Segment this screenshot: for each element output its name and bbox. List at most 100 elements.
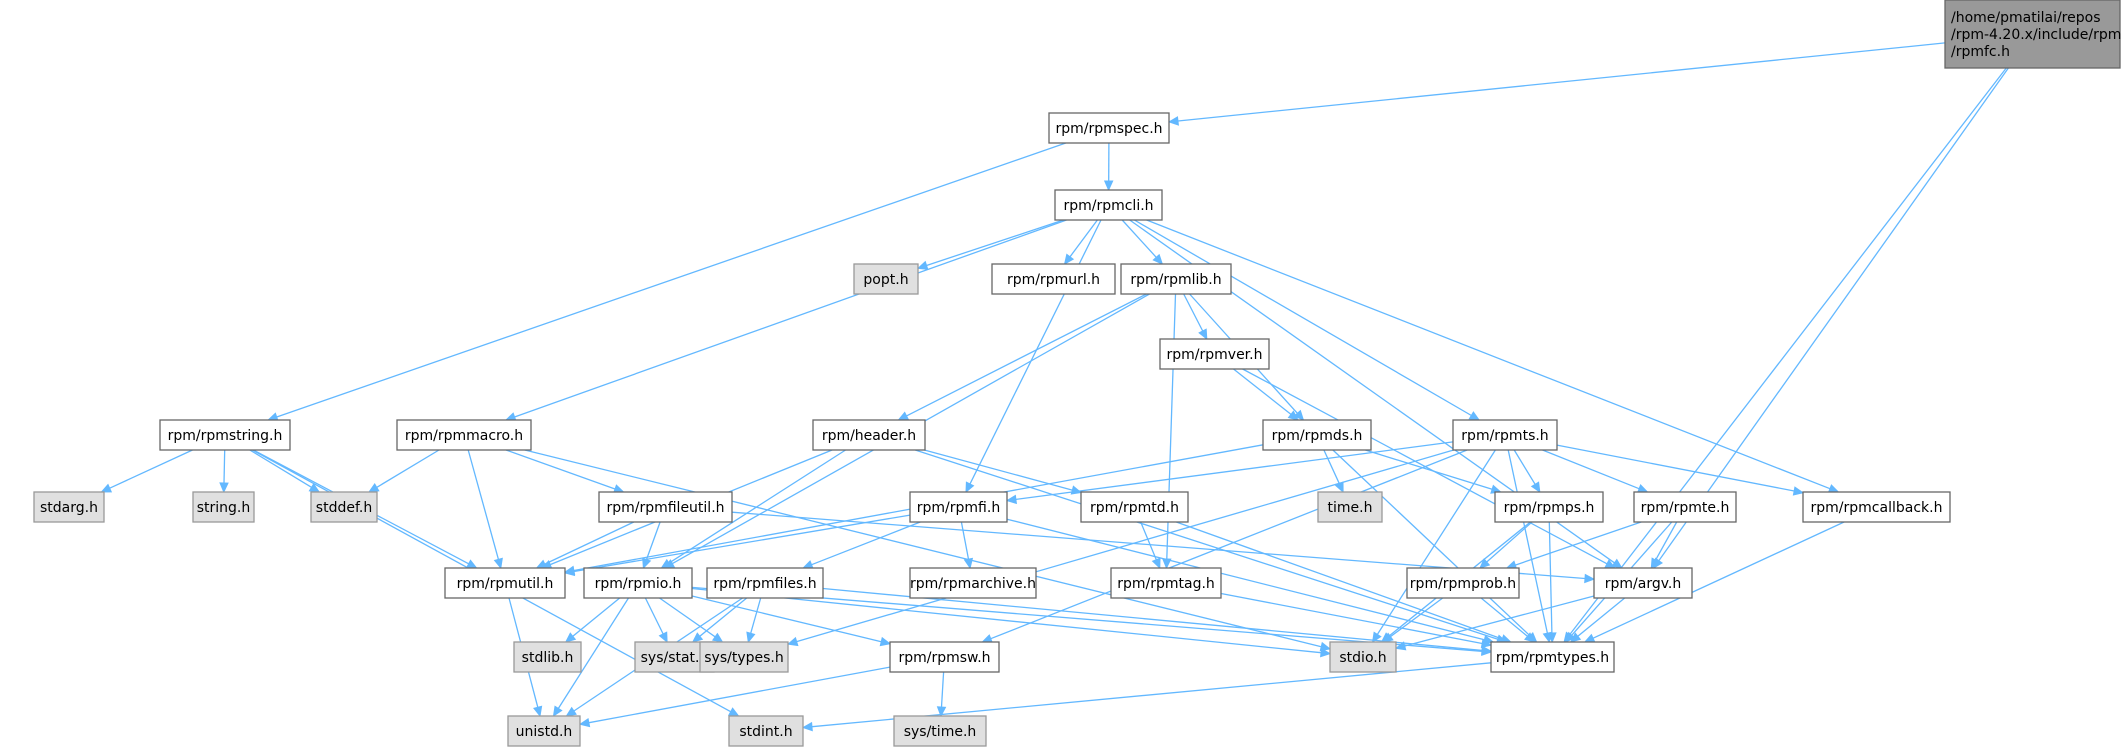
arrowhead [1371,631,1382,644]
arrowhead [1382,632,1394,643]
node-box [159,419,291,451]
arrowhead [1167,116,1179,126]
arrowhead [1394,641,1407,651]
node-box [909,491,1008,523]
node-label: rpm/rpmutil.h [457,576,554,592]
edge-rpmfiles-to-systypes [746,597,762,644]
node-systime: sys/time.h [893,715,987,747]
node-rpmcallback[interactable]: rpm/rpmcallback.h [1802,491,1951,523]
edge-line [1486,521,1533,563]
node-header[interactable]: rpm/header.h [812,419,926,451]
node-rpmstring[interactable]: rpm/rpmstring.h [159,419,291,451]
edge-rpmver-to-rpmds [1233,368,1299,421]
node-box [583,567,693,599]
node-box [1494,491,1604,523]
arrowhead [1070,485,1083,495]
node-rpmfiles[interactable]: rpm/rpmfiles.h [706,567,824,599]
node-rpmurl[interactable]: rpm/rpmurl.h [991,263,1116,295]
edge-rpmcli-to-rpmlib [1121,219,1164,265]
node-rpmarchive[interactable]: rpm/rpmarchive.h [909,567,1037,599]
node-argv[interactable]: rpm/argv.h [1593,567,1693,599]
arrowhead [1479,558,1491,569]
node-rpmtypes[interactable]: rpm/rpmtypes.h [1490,641,1615,673]
node-rpmds[interactable]: rpm/rpmds.h [1262,419,1372,451]
edge-line [1655,521,1678,561]
edge-rpmcli-to-rpmfi [965,219,1102,494]
edge-line [1015,441,1454,501]
node-box [598,491,733,523]
node-label: rpm/rpmte.h [1641,500,1730,516]
edge-line [1556,444,1795,492]
edge-rpmlib-to-header [897,293,1147,421]
edge-line [1183,293,1204,332]
node-label: rpm/rpmts.h [1461,428,1548,444]
node-box [507,715,581,747]
edge-rpmsw-to-unistd [578,666,891,728]
arrowhead [1564,631,1576,643]
node-label: rpm/rpmmacro.h [405,428,523,444]
edge-rpmts-to-rpmsw [981,449,1468,643]
edge-line [1069,219,1098,258]
node-rpmsw[interactable]: rpm/rpmsw.h [889,641,1000,673]
node-box [699,641,789,673]
node-box [33,491,105,523]
node-rpmver[interactable]: rpm/rpmver.h [1159,338,1270,370]
node-rpmps[interactable]: rpm/rpmps.h [1494,491,1604,523]
node-rpmte[interactable]: rpm/rpmte.h [1633,491,1737,523]
edge-rpmfc-to-rpmspec [1167,42,1946,126]
node-label: rpm/rpmtd.h [1090,500,1179,516]
edge-line [1376,449,1496,635]
node-label: rpm/header.h [822,428,916,444]
edge-rpmte-to-rpmprob [1505,521,1642,570]
arrowhead [916,260,929,270]
arrowhead [533,705,543,718]
node-rpmcli[interactable]: rpm/rpmcli.h [1054,189,1163,221]
arrowhead [1287,410,1299,421]
node-rpmts[interactable]: rpm/rpmts.h [1452,419,1558,451]
edge-rpmts-to-rpmfi [1005,441,1454,505]
arrowhead [801,721,813,732]
edge-line [644,597,664,635]
node-label: rpm/rpmfi.h [917,500,1000,516]
node-rpmfc[interactable]: /home/pmatilai/repos/rpm-4.20.x/include/… [1944,0,2121,69]
node-rpmtd[interactable]: rpm/rpmtd.h [1080,491,1189,523]
node-label: sys/types.h [704,650,783,666]
node-rpmlib[interactable]: rpm/rpmlib.h [1120,263,1232,295]
node-rpmfi[interactable]: rpm/rpmfi.h [909,491,1008,523]
node-rpmio[interactable]: rpm/rpmio.h [583,567,693,599]
node-box [1406,567,1520,599]
edge-rpmio-to-stdio [691,587,1332,658]
edge-line [691,587,1322,654]
arrowhead [552,705,563,718]
arrowhead [1151,557,1161,570]
node-box [728,715,804,747]
node-box [1262,419,1372,451]
arrowhead [1293,409,1305,421]
edges-layer [100,42,2009,732]
arrowhead [965,481,975,494]
edge-line [750,597,762,634]
edge-rpmfi-to-rpmarchive [960,521,974,570]
edge-line [1006,518,1485,641]
node-box [1120,263,1232,295]
arrowhead [1547,632,1557,644]
node-rpmspec[interactable]: rpm/rpmspec.h [1048,112,1170,144]
edge-line [940,671,945,708]
node-rpmtag[interactable]: rpm/rpmtag.h [1110,567,1222,599]
node-label: /home/pmatilai/repos [1951,10,2101,26]
node-rpmutil[interactable]: rpm/rpmutil.h [444,567,566,599]
node-label: rpm/rpmtag.h [1117,576,1215,592]
node-rpmfileutil[interactable]: rpm/rpmfileutil.h [598,491,733,523]
arrowhead [981,634,993,643]
node-unistd: unistd.h [507,715,581,747]
node-label: rpm/rpmurl.h [1007,272,1100,288]
node-box [991,263,1116,295]
edge-rpmver-to-argv [1242,368,1616,569]
node-rpmmacro[interactable]: rpm/rpmmacro.h [396,419,532,451]
edge-line [1146,219,1831,490]
node-label: stdint.h [739,724,792,740]
edge-rpmstring-to-stddef [249,449,321,493]
node-box [1317,491,1383,523]
node-label: rpm/rpmprob.h [1410,576,1516,592]
node-rpmprob[interactable]: rpm/rpmprob.h [1406,567,1520,599]
